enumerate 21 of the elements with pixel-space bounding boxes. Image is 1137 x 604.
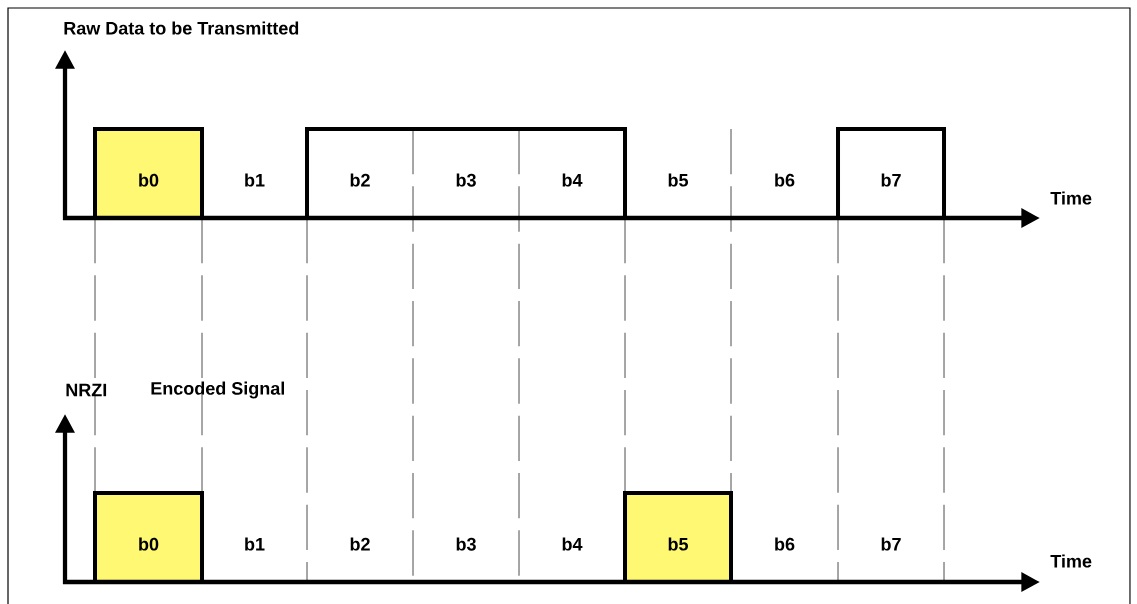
bit-label: b3 [456, 537, 476, 551]
bit-label: b0 [139, 537, 159, 551]
bit-label: b5 [668, 173, 688, 187]
bit-label: b2 [350, 173, 370, 187]
bit-label: b1 [245, 537, 265, 551]
bit-label: b7 [881, 173, 901, 187]
bit-label: b3 [456, 173, 476, 187]
bit-label: b2 [350, 537, 370, 551]
axis-label: Encoded Signal [151, 381, 284, 399]
axis-label: Time [1050, 554, 1092, 568]
axis-label: NRZI [66, 383, 107, 397]
chart-title: Raw Data to be Transmitted [64, 21, 299, 35]
bit-label: b7 [881, 537, 901, 551]
bit-label: b5 [668, 537, 688, 551]
bit-label: b1 [245, 173, 265, 187]
bit-label: b6 [775, 537, 795, 551]
axis-label: Time [1050, 191, 1092, 205]
bit-label: b6 [775, 173, 795, 187]
bit-label: b4 [562, 537, 583, 551]
bit-label: b0 [139, 173, 159, 187]
bit-label: b4 [562, 173, 583, 187]
